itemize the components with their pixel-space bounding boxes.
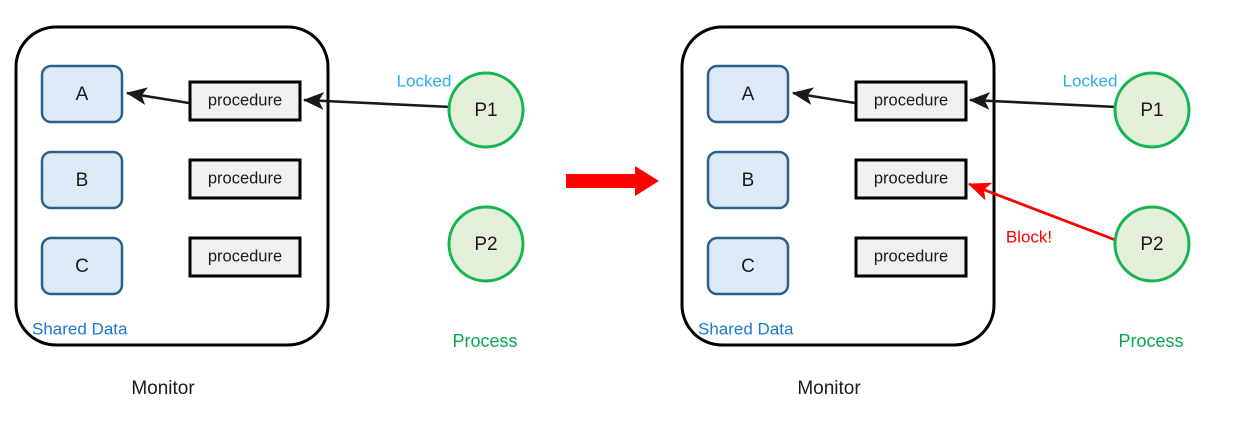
procedure-rect (854, 80, 968, 122)
shared-data-rect (706, 64, 790, 124)
shared-data-box-c[interactable]: C (40, 236, 124, 296)
process-circle (447, 71, 525, 149)
edge-procedure-a-to-data-a (791, 87, 856, 105)
process-caption: Process (1118, 331, 1183, 351)
procedure-rect (188, 158, 302, 200)
process-node-p2[interactable]: P2 (1113, 205, 1191, 283)
monitor-boundary (680, 25, 996, 347)
edge-procedure-a-to-data-a (125, 87, 190, 105)
shared-data-label-b: B (742, 170, 755, 191)
edge-p2-blocked-on-procedure-b (967, 182, 1119, 243)
process-label-p2: P2 (474, 234, 497, 255)
shared-data-box-c[interactable]: C (706, 236, 790, 296)
shared-data-caption: Shared Data (32, 319, 128, 338)
shared-data-rect (40, 64, 124, 124)
procedure-label: procedure (874, 91, 948, 109)
shared-data-box-b[interactable]: B (706, 150, 790, 210)
process-label-p1: P1 (1140, 100, 1163, 121)
monitor-caption: Monitor (797, 378, 861, 399)
shared-data-rect (706, 236, 790, 296)
edge-p1-to-procedure-a (968, 92, 1118, 110)
transition-arrow (566, 166, 659, 196)
block-badge-p2: Block! (1006, 227, 1052, 246)
shared-data-label-c: C (75, 256, 89, 277)
procedure-rect (188, 236, 302, 278)
transition-arrow-shape (566, 166, 659, 196)
edge-p1-to-procedure-a (302, 92, 452, 110)
procedure-label: procedure (874, 247, 948, 265)
procedure-box-2[interactable]: procedure (854, 158, 968, 200)
procedure-rect (854, 158, 968, 200)
process-circle (1113, 205, 1191, 283)
shared-data-label-a: A (76, 84, 89, 105)
procedure-box-3[interactable]: procedure (854, 236, 968, 278)
procedure-box-1[interactable]: procedure (854, 80, 968, 122)
shared-data-rect (40, 150, 124, 210)
shared-data-box-a[interactable]: A (706, 64, 790, 124)
procedure-label: procedure (208, 169, 282, 187)
process-node-p1[interactable]: P1 (447, 71, 525, 149)
monitor-caption: Monitor (131, 378, 195, 399)
panel-after: A B C procedure procedure procedure (680, 25, 1191, 399)
panel-before: A B C procedure procedure procedure (14, 25, 525, 399)
procedure-label: procedure (208, 91, 282, 109)
process-circle (1113, 71, 1191, 149)
shared-data-label-a: A (742, 84, 755, 105)
shared-data-label-c: C (741, 256, 755, 277)
shared-data-label-b: B (76, 170, 89, 191)
locked-badge-p1: Locked (1063, 71, 1118, 90)
monitor-boundary (14, 25, 330, 347)
procedure-label: procedure (208, 247, 282, 265)
procedure-box-3[interactable]: procedure (188, 236, 302, 278)
procedure-rect (854, 236, 968, 278)
process-caption: Process (452, 331, 517, 351)
shared-data-rect (706, 150, 790, 210)
process-node-p2[interactable]: P2 (447, 205, 525, 283)
process-label-p1: P1 (474, 100, 497, 121)
shared-data-rect (40, 236, 124, 296)
process-label-p2: P2 (1140, 234, 1163, 255)
procedure-rect (188, 80, 302, 122)
process-node-p1[interactable]: P1 (1113, 71, 1191, 149)
procedure-label: procedure (874, 169, 948, 187)
process-circle (447, 205, 525, 283)
shared-data-caption: Shared Data (698, 319, 794, 338)
procedure-box-1[interactable]: procedure (188, 80, 302, 122)
locked-badge-p1: Locked (397, 71, 452, 90)
procedure-box-2[interactable]: procedure (188, 158, 302, 200)
shared-data-box-b[interactable]: B (40, 150, 124, 210)
shared-data-box-a[interactable]: A (40, 64, 124, 124)
